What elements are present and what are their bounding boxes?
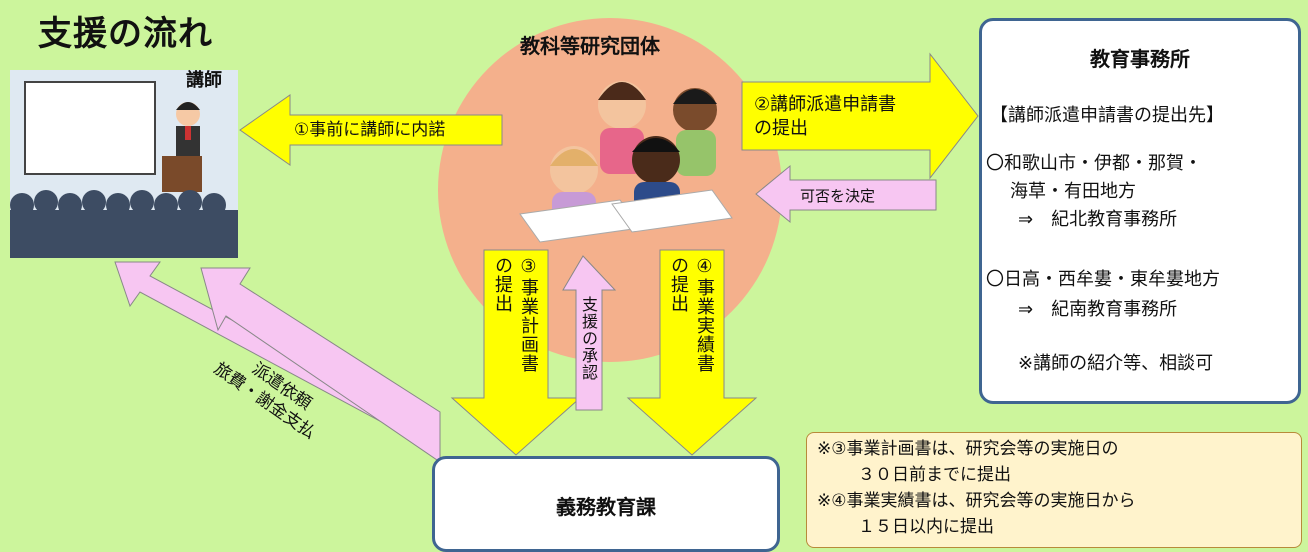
lecture-hall-illustration — [10, 70, 238, 258]
arrow-1-label: ①事前に講師に内諾 — [294, 120, 446, 140]
office-line-5: 〇日高・西牟婁・東牟婁地方 — [986, 269, 1220, 290]
arrow-kahi — [755, 164, 937, 224]
arrow-2-label-line2: の提出 — [754, 118, 808, 139]
lecturer-label: 講師 — [186, 70, 222, 91]
arrow-shien — [562, 255, 617, 411]
note-line-1: ※③事業計画書は、研究会等の実施日の — [817, 439, 1119, 459]
note-line-2: ３０日前までに提出 — [841, 465, 1011, 485]
arrow-2 — [741, 52, 979, 180]
office-line-7: ※講師の紹介等、相談可 — [1018, 353, 1214, 374]
students-illustration — [519, 81, 733, 243]
org-label: 教科等研究団体 — [520, 34, 660, 58]
arrow-3-label-col2: の提出 — [492, 256, 513, 313]
office-line-4: ⇒ 紀北教育事務所 — [1018, 209, 1178, 230]
office-line-1: 【講師派遣申請書の提出先】 — [990, 105, 1224, 126]
arrow-4-label-col1: ④事業実績書 — [694, 256, 715, 373]
notes-box: ※③事業計画書は、研究会等の実施日の ３０日前までに提出 ※④事業実績書は、研究… — [806, 432, 1302, 548]
arrow-3 — [450, 249, 582, 456]
page-title: 支援の流れ — [38, 14, 213, 54]
gimu-label: 義務教育課 — [556, 495, 656, 519]
office-line-6: ⇒ 紀南教育事務所 — [1018, 299, 1178, 320]
note-line-4: １５日以内に提出 — [841, 517, 994, 537]
shien-label: 支援の承認 — [579, 296, 598, 381]
office-line-2: 〇和歌山市・伊都・那賀・ — [986, 153, 1202, 174]
arrow-4 — [626, 249, 758, 456]
note-line-3: ※④事業実績書は、研究会等の実施日から — [817, 491, 1136, 511]
arrow-3-label-col1: ③事業計画書 — [518, 256, 539, 373]
arrow-2-label-line1: ②講師派遣申請書 — [754, 94, 897, 115]
compulsory-education-division-box: 義務教育課 — [432, 456, 780, 552]
arrow-ryohi — [200, 267, 441, 463]
office-title: 教育事務所 — [1090, 47, 1190, 71]
arrow-4-label-col2: の提出 — [668, 256, 689, 313]
education-office-box: 教育事務所 【講師派遣申請書の提出先】 〇和歌山市・伊都・那賀・ 海草・有田地方… — [979, 18, 1301, 404]
office-line-3: 海草・有田地方 — [1010, 181, 1136, 202]
kahi-label: 可否を決定 — [800, 187, 876, 205]
arrow-1 — [239, 94, 503, 166]
